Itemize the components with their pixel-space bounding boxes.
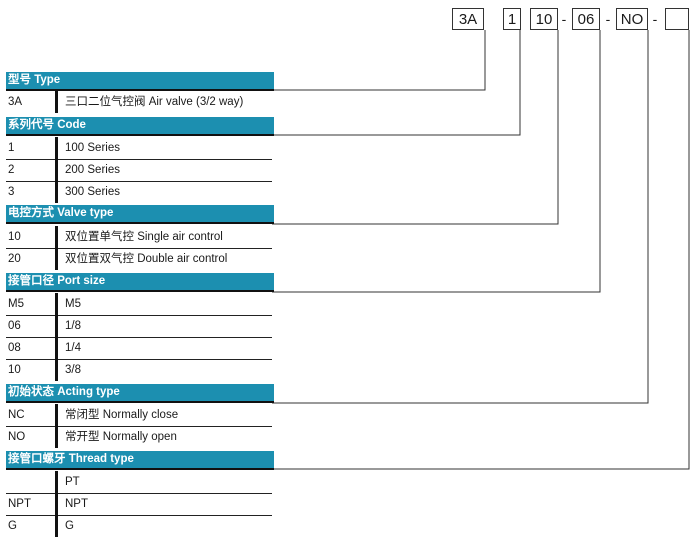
code-box-acting-type: NO — [616, 8, 648, 30]
row-code: G — [8, 520, 17, 532]
section-header-type: 型号 Type — [6, 72, 274, 91]
row-desc: 200 Series — [65, 164, 120, 176]
row-divider — [55, 293, 58, 315]
row-code: 3 — [8, 186, 15, 198]
row-code: NO — [8, 431, 26, 443]
table-row: 10 双位置单气控 Single air control — [6, 226, 272, 249]
connector-acting-type — [272, 30, 649, 404]
row-desc: 双位置单气控 Single air control — [65, 231, 223, 243]
table-row: 08 1/4 — [6, 337, 272, 360]
row-desc: PT — [65, 476, 80, 488]
row-code: 2 — [8, 164, 15, 176]
row-divider — [55, 493, 58, 515]
row-divider — [55, 515, 58, 537]
connector-valve-type — [272, 30, 559, 225]
row-code: 20 — [8, 253, 21, 265]
connector-thread-type — [272, 30, 690, 470]
row-desc: 三口二位气控阀 Air valve (3/2 way) — [65, 96, 244, 108]
code-box-thread-type — [665, 8, 689, 30]
section-header-port-size: 接管口径 Port size — [6, 273, 274, 292]
table-row: NPT NPT — [6, 493, 272, 516]
connector-port-size — [272, 30, 601, 293]
code-box-port-size: 06 — [572, 8, 600, 30]
table-row: M5 M5 — [6, 293, 272, 316]
row-desc: 双位置双气控 Double air control — [65, 253, 228, 265]
row-desc: G — [65, 520, 74, 532]
table-row: 1 100 Series — [6, 137, 272, 160]
row-code: 08 — [8, 342, 21, 354]
table-row: 3 300 Series — [6, 181, 272, 203]
row-divider — [55, 137, 58, 159]
separator: - — [605, 11, 611, 27]
connector-series — [272, 30, 521, 136]
table-row: 2 200 Series — [6, 159, 272, 182]
code-box-valve-type: 10 — [530, 8, 558, 30]
row-desc: 1/8 — [65, 320, 81, 332]
row-divider — [55, 471, 58, 493]
row-divider — [55, 181, 58, 203]
section-header-valve-type: 电控方式 Valve type — [6, 205, 274, 224]
row-divider — [55, 359, 58, 381]
table-row: 06 1/8 — [6, 315, 272, 338]
table-row: G G — [6, 515, 272, 537]
row-desc: 100 Series — [65, 142, 120, 154]
row-desc: NPT — [65, 498, 88, 510]
table-row: 20 双位置双气控 Double air control — [6, 248, 272, 270]
row-divider — [55, 226, 58, 248]
row-code: M5 — [8, 298, 24, 310]
table-row: 10 3/8 — [6, 359, 272, 381]
row-divider — [55, 315, 58, 337]
code-box-type: 3A — [452, 8, 484, 30]
table-row: 3A 三口二位气控阀 Air valve (3/2 way) — [6, 91, 272, 113]
row-code: 1 — [8, 142, 15, 154]
row-desc: 1/4 — [65, 342, 81, 354]
row-divider — [55, 426, 58, 448]
row-desc: 常闭型 Normally close — [65, 409, 179, 421]
separator: - — [561, 11, 567, 27]
row-code: NC — [8, 409, 25, 421]
section-header-code: 系列代号 Code — [6, 117, 274, 136]
code-box-series: 1 — [503, 8, 521, 30]
table-row: NC 常闭型 Normally close — [6, 404, 272, 427]
row-code: 10 — [8, 364, 21, 376]
separator: - — [652, 11, 658, 27]
table-row: PT — [6, 471, 272, 494]
row-divider — [55, 404, 58, 426]
table-row: NO 常开型 Normally open — [6, 426, 272, 448]
connector-type — [272, 30, 486, 91]
row-code: 3A — [8, 96, 23, 108]
row-code: 10 — [8, 231, 21, 243]
row-desc: 300 Series — [65, 186, 120, 198]
row-divider — [55, 91, 58, 113]
section-header-thread-type: 接管口螺牙 Thread type — [6, 451, 274, 470]
row-divider — [55, 337, 58, 359]
row-desc: M5 — [65, 298, 81, 310]
section-header-acting-type: 初始状态 Acting type — [6, 384, 274, 403]
row-divider — [55, 159, 58, 181]
row-desc: 3/8 — [65, 364, 81, 376]
row-code: 06 — [8, 320, 21, 332]
row-divider — [55, 248, 58, 270]
row-desc: 常开型 Normally open — [65, 431, 177, 443]
row-code: NPT — [8, 498, 31, 510]
